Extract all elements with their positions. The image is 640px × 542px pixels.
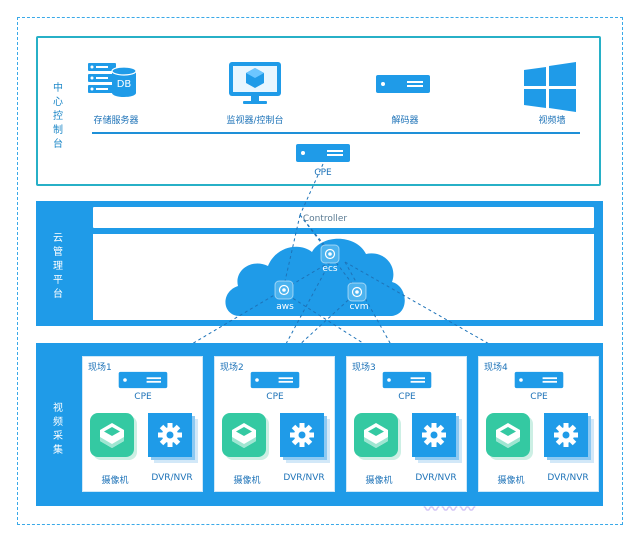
storage-server-db-icon: DB [88,63,137,97]
capture-label-char: 视 [53,403,63,414]
cvm-icon [347,282,367,302]
diagram-outer-frame [17,17,623,525]
camera-label: 摄像机 [365,476,393,486]
capture-label-char: 频 [53,417,63,428]
cloud-label-char: 理 [53,261,63,272]
cloud-label-char: 管 [53,247,63,258]
controller-label: Controller [302,214,348,224]
center-cpe-label: CPE [314,168,332,178]
cpe-router-icon [382,371,432,389]
watermark: 〰〰〰 [424,500,479,518]
camera-label: 摄像机 [101,476,129,486]
camera-icon [222,413,269,460]
center-label-char: 制 [53,125,63,136]
monitor-console-label: 监视器/控制台 [226,116,284,126]
cpe-router-icon [118,371,168,389]
center-bus-line [92,132,580,134]
site-panel: 现场1 CPE [82,356,203,492]
cpe-router-icon [296,144,350,162]
ecs-label: ecs [322,264,338,274]
camera-icon [90,413,137,460]
decoder-icon [376,75,430,93]
dvr-nvr-label: DVR/NVR [415,473,457,483]
controller-bar [93,207,594,228]
dvr-nvr-icon [280,413,330,463]
site-title: 现场1 [88,363,112,373]
cloud-label-char: 云 [53,233,63,244]
camera-icon [354,413,401,460]
cvm-label: cvm [349,302,369,312]
decoder-label: 解码器 [391,116,419,126]
center-label-char: 中 [53,83,63,94]
camera-label: 摄像机 [497,476,525,486]
aws-icon [274,280,294,300]
center-label-char: 台 [53,139,63,150]
storage-server-label: 存储服务器 [93,116,139,126]
capture-label-char: 采 [53,431,63,442]
site-title: 现场3 [352,363,376,373]
camera-icon [486,413,533,460]
center-label-char: 控 [53,111,63,122]
cloud-label-char: 台 [53,289,63,300]
dvr-nvr-label: DVR/NVR [547,473,589,483]
monitor-console-icon [229,62,281,104]
video-wall-windows-icon [524,62,576,112]
site-cpe-label: CPE [398,392,416,402]
dvr-nvr-icon [544,413,594,463]
ecs-icon [320,244,340,264]
site-title: 现场2 [220,363,244,373]
dvr-nvr-icon [148,413,198,463]
center-label-char: 心 [53,97,63,108]
site-panel: 现场4 CPE [478,356,599,492]
db-badge: DB [117,79,132,90]
video-wall-label: 视频墙 [538,116,566,126]
site-cpe-label: CPE [134,392,152,402]
dvr-nvr-icon [412,413,462,463]
site-title: 现场4 [484,363,508,373]
site-panel: 现场2 CPE [214,356,335,492]
cloud-label-char: 平 [53,275,63,286]
aws-label: aws [276,302,294,312]
dvr-nvr-label: DVR/NVR [151,473,193,483]
site-cpe-label: CPE [530,392,548,402]
cpe-router-icon [250,371,300,389]
site-cpe-label: CPE [266,392,284,402]
site-panel: 现场3 CPE [346,356,467,492]
capture-label-char: 集 [53,445,63,456]
cpe-router-icon [514,371,564,389]
dvr-nvr-label: DVR/NVR [283,473,325,483]
camera-label: 摄像机 [233,476,261,486]
